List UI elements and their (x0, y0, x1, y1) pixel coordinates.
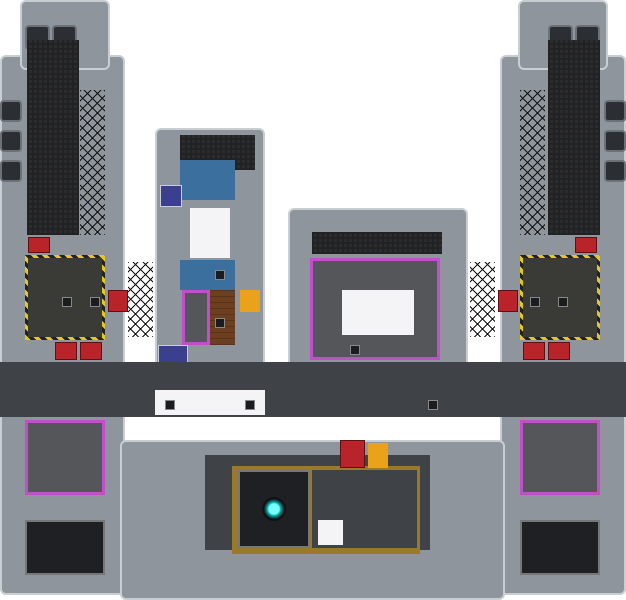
crate (498, 290, 518, 312)
vent-icon (215, 318, 225, 328)
engineering-sign (368, 443, 388, 468)
vent-icon (428, 400, 438, 410)
crate (28, 237, 50, 253)
storage-room (25, 520, 105, 575)
wood-room (210, 290, 235, 345)
lattice (520, 90, 545, 235)
storage-room (520, 520, 600, 575)
vent-icon (165, 400, 175, 410)
engine (604, 160, 626, 182)
vent-icon (245, 400, 255, 410)
engine (0, 100, 22, 122)
science-sign (160, 185, 182, 207)
dorm (182, 290, 210, 345)
lattice (470, 262, 495, 337)
engine (604, 100, 626, 122)
crate (548, 342, 570, 360)
catwalk (548, 40, 600, 235)
control-room (180, 160, 235, 200)
crate (523, 342, 545, 360)
catwalk (27, 40, 79, 235)
vent-icon (530, 297, 540, 307)
hazard-sign (240, 290, 260, 312)
vent-icon (62, 297, 72, 307)
vent-icon (350, 345, 360, 355)
central-room-floor (342, 290, 414, 335)
crate (55, 342, 77, 360)
lab (190, 208, 230, 258)
medical-room (520, 420, 600, 495)
vent-icon (558, 297, 568, 307)
hallway (180, 260, 235, 290)
crate (108, 290, 128, 312)
crate (80, 342, 102, 360)
main-corridor (0, 362, 626, 417)
reactor-core (262, 497, 286, 521)
storage-tank (318, 520, 343, 545)
crate (340, 440, 365, 468)
engine (604, 130, 626, 152)
crate (575, 237, 597, 253)
vent-icon (90, 297, 100, 307)
engine (0, 160, 22, 182)
medical-room (25, 420, 105, 495)
catwalk (312, 232, 442, 254)
engine (0, 130, 22, 152)
lattice (128, 262, 153, 337)
lattice (80, 90, 105, 235)
vent-icon (215, 270, 225, 280)
